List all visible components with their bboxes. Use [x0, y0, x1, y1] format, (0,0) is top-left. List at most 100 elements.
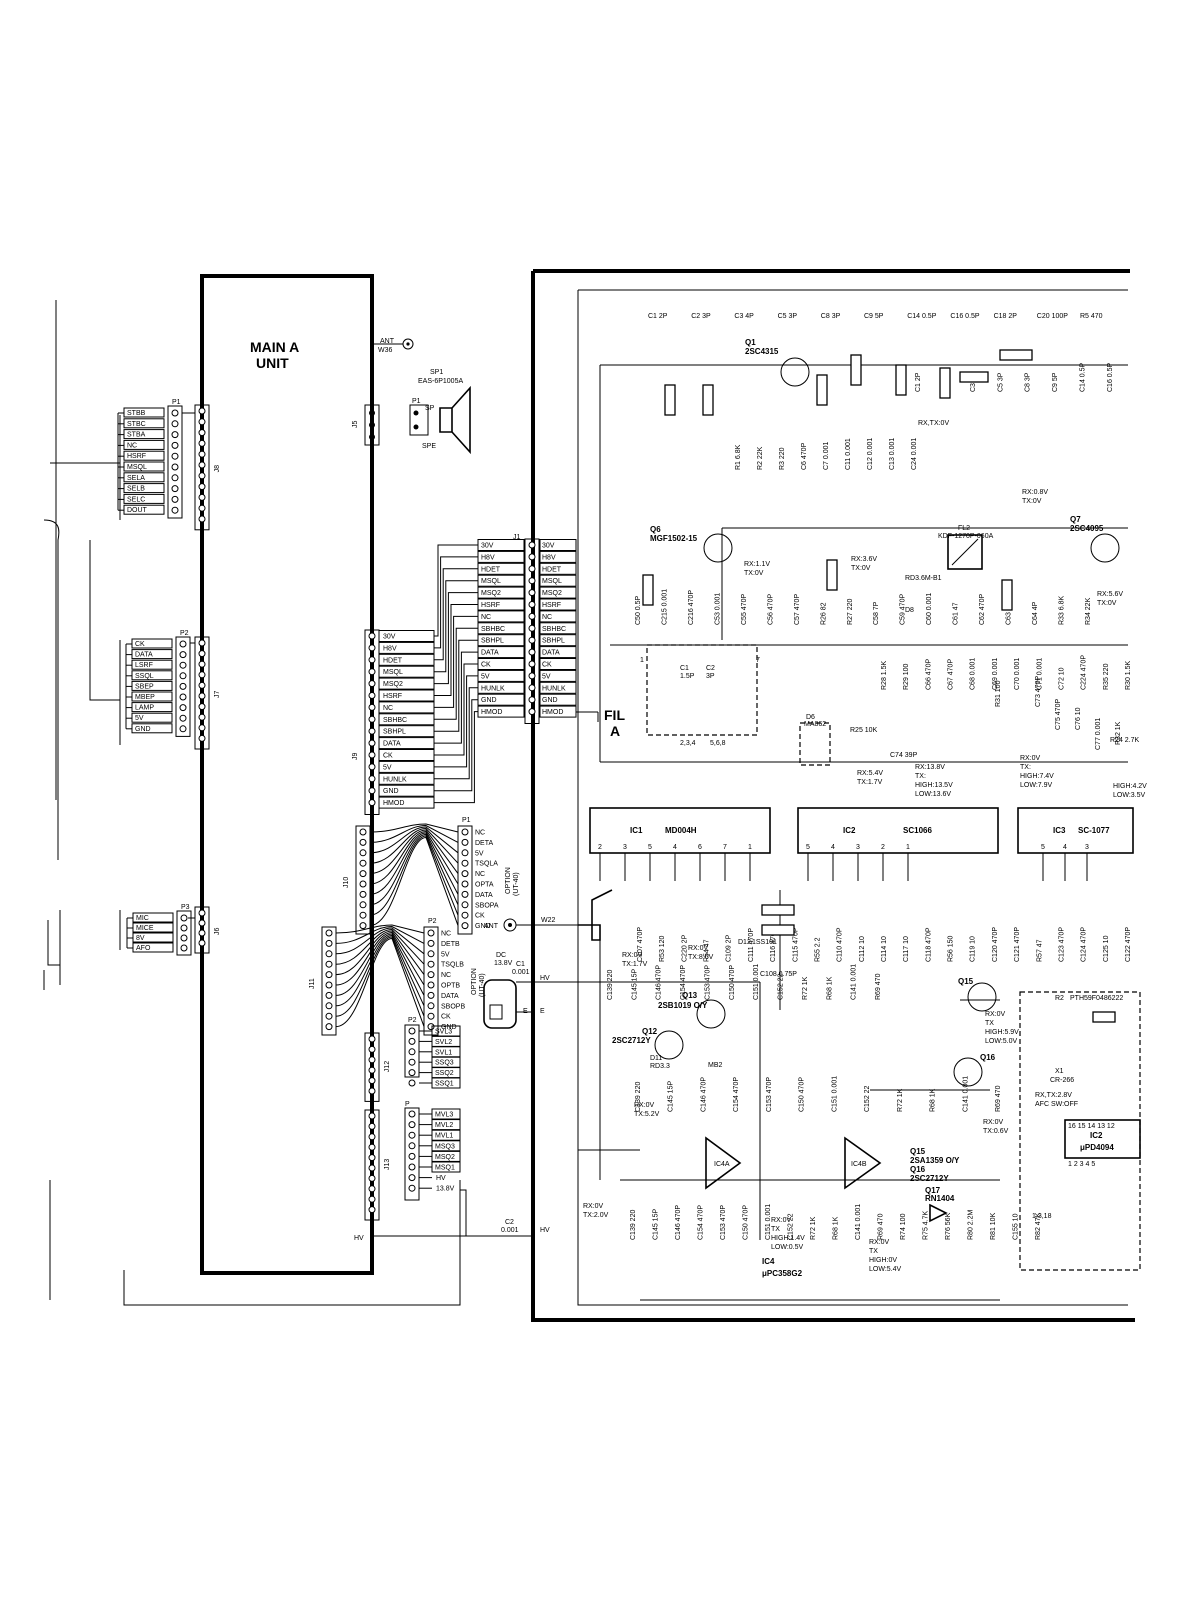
- j1-left-pin-name: HUNLK: [481, 685, 505, 692]
- hv-13v8-wires: [459, 1180, 530, 1237]
- ant-connector-2: [503, 918, 517, 932]
- j1-right-pin-box: [539, 586, 577, 599]
- resistor-body: [1092, 1011, 1116, 1023]
- j13-pin: [368, 1206, 376, 1214]
- w22-coax: [578, 889, 613, 941]
- row5-part-label: C139 220: [607, 970, 614, 1000]
- fil-c1v: 1.5P: [680, 673, 695, 680]
- component-label: MA862: [804, 721, 826, 728]
- top-part-label: C9 5P: [864, 313, 884, 320]
- j13-pin: [368, 1133, 376, 1141]
- transistor-label: Q15: [958, 977, 974, 986]
- option-p2-pin: [427, 981, 435, 989]
- option-p2-wire: [335, 924, 425, 934]
- p-vol-pin-name: MVL1: [435, 1133, 453, 1140]
- j8-connector: [194, 404, 210, 531]
- j10-pin: [359, 880, 367, 888]
- option-p2-wire: [335, 934, 425, 1007]
- option-p2-pin-name: GND: [441, 1024, 457, 1031]
- option-p1-pin-name: NC: [475, 871, 485, 878]
- j1-right-pin-name: CK: [542, 662, 552, 669]
- row4-part-label: C220 2P: [681, 934, 688, 962]
- option-p1-pin-name: TSQLA: [475, 861, 498, 868]
- top-part-label: C5 3P: [997, 372, 1004, 392]
- option-p2-pin-name: CK: [441, 1014, 451, 1021]
- fil-c2v: 3P: [706, 673, 715, 680]
- top-part-label: C8 3P: [821, 313, 841, 320]
- p2-vol-pin-name: SVL2: [435, 1039, 452, 1046]
- speaker-pin: [413, 410, 419, 416]
- p2-vol-pin-name: SSQ2: [435, 1070, 454, 1077]
- row5-part-label: R81 10K: [990, 1212, 997, 1240]
- mid-part-label: R27 220: [847, 598, 854, 625]
- j9-j1-harness-wire: [434, 544, 478, 637]
- j10-pin: [359, 922, 367, 930]
- option-p1-pin-name: CK: [475, 913, 485, 920]
- row4-part-label: C124 470P: [1081, 927, 1088, 962]
- d6-diode-pair: [799, 722, 831, 766]
- j12-pin: [368, 1087, 376, 1095]
- component-label: 1SS101: [752, 939, 777, 946]
- p1-left-pin: [171, 420, 179, 428]
- resistor-body: [939, 367, 951, 399]
- transistor-label: Q16: [910, 1165, 926, 1174]
- p-vol-plug: [404, 1107, 420, 1201]
- voltage-annotation: RX:3.6V: [851, 556, 877, 563]
- j5-pin: [369, 410, 375, 416]
- option-p1-pin: [461, 870, 469, 878]
- row4-part-label: C114 10: [881, 936, 888, 962]
- j10-connector: [355, 825, 371, 935]
- option-p2-pin: [427, 1002, 435, 1010]
- top-part-label: C16 0.5P: [950, 313, 980, 320]
- row4-part-label: C123 470P: [1058, 927, 1065, 962]
- option-p2-option-model: (UT-40): [479, 973, 486, 997]
- row4-part-label: C108 0.75P: [760, 971, 797, 978]
- ant-label: ANT: [380, 338, 395, 345]
- j1-right-pin-name: HUNLK: [542, 685, 566, 692]
- option-p2-pin-name: DETB: [441, 941, 460, 948]
- dc-area-text: ANT: [484, 923, 499, 930]
- q6-transistor: [703, 533, 733, 563]
- j1-right-pin-box: [539, 622, 577, 635]
- top-part-label: C3 4P: [734, 313, 754, 320]
- transistor-label: RN1404: [925, 1194, 955, 1203]
- row5-part-label: R72 1K: [810, 1216, 817, 1240]
- p2-vol-pin: [408, 1037, 416, 1045]
- transistor-label: Q16: [980, 1053, 996, 1062]
- voltage-annotation: LOW:5.4V: [869, 1266, 901, 1273]
- option-p2-wire: [335, 930, 425, 976]
- j1-right-pin-name: SBHBC: [542, 626, 566, 633]
- row4-part-label: C125 10: [1103, 935, 1110, 962]
- option-p1-pin: [461, 890, 469, 898]
- j13-pin: [368, 1154, 376, 1162]
- row5-part-label: C139 220: [635, 1082, 642, 1112]
- j9-pin: [368, 799, 376, 807]
- row5-part-label: R80 2.2M: [968, 1209, 975, 1240]
- p1-left-pin-name: SELA: [127, 475, 145, 482]
- j1-right-pin-box: [539, 634, 577, 647]
- j11-pin: [325, 929, 333, 937]
- p2-left-pin-name: CK: [135, 641, 145, 648]
- p1-left-pin: [171, 431, 179, 439]
- j11-label: J11: [309, 978, 316, 989]
- j6-connector: [194, 906, 210, 954]
- row4-part-label: C117 10: [903, 936, 910, 962]
- row3-part-label: R24 2.7K: [1110, 737, 1140, 744]
- j12-pin: [368, 1077, 376, 1085]
- option-p1-pin-name: GND: [475, 923, 491, 930]
- j8-pin: [198, 483, 206, 491]
- ic2-name: IC2: [843, 826, 856, 835]
- row3-part-label: R32 1K: [1115, 721, 1122, 745]
- j1-label: J1: [513, 534, 521, 541]
- j9-j1-harness-wire: [434, 663, 478, 756]
- transistor-label: 2SC2712Y: [910, 1174, 949, 1183]
- main-a-unit-box: [200, 274, 374, 1275]
- p2-vol-pin-name: SSQ1: [435, 1081, 454, 1088]
- mid-part-label: C55 470P: [741, 594, 748, 625]
- row4-part-label: C112 10: [859, 936, 866, 962]
- resistor-body: [826, 559, 838, 591]
- mid-part-label: C215 0.001: [661, 589, 668, 625]
- dc-area-text: E: [540, 1008, 545, 1015]
- row5-part-label: R68 1K: [930, 1088, 937, 1112]
